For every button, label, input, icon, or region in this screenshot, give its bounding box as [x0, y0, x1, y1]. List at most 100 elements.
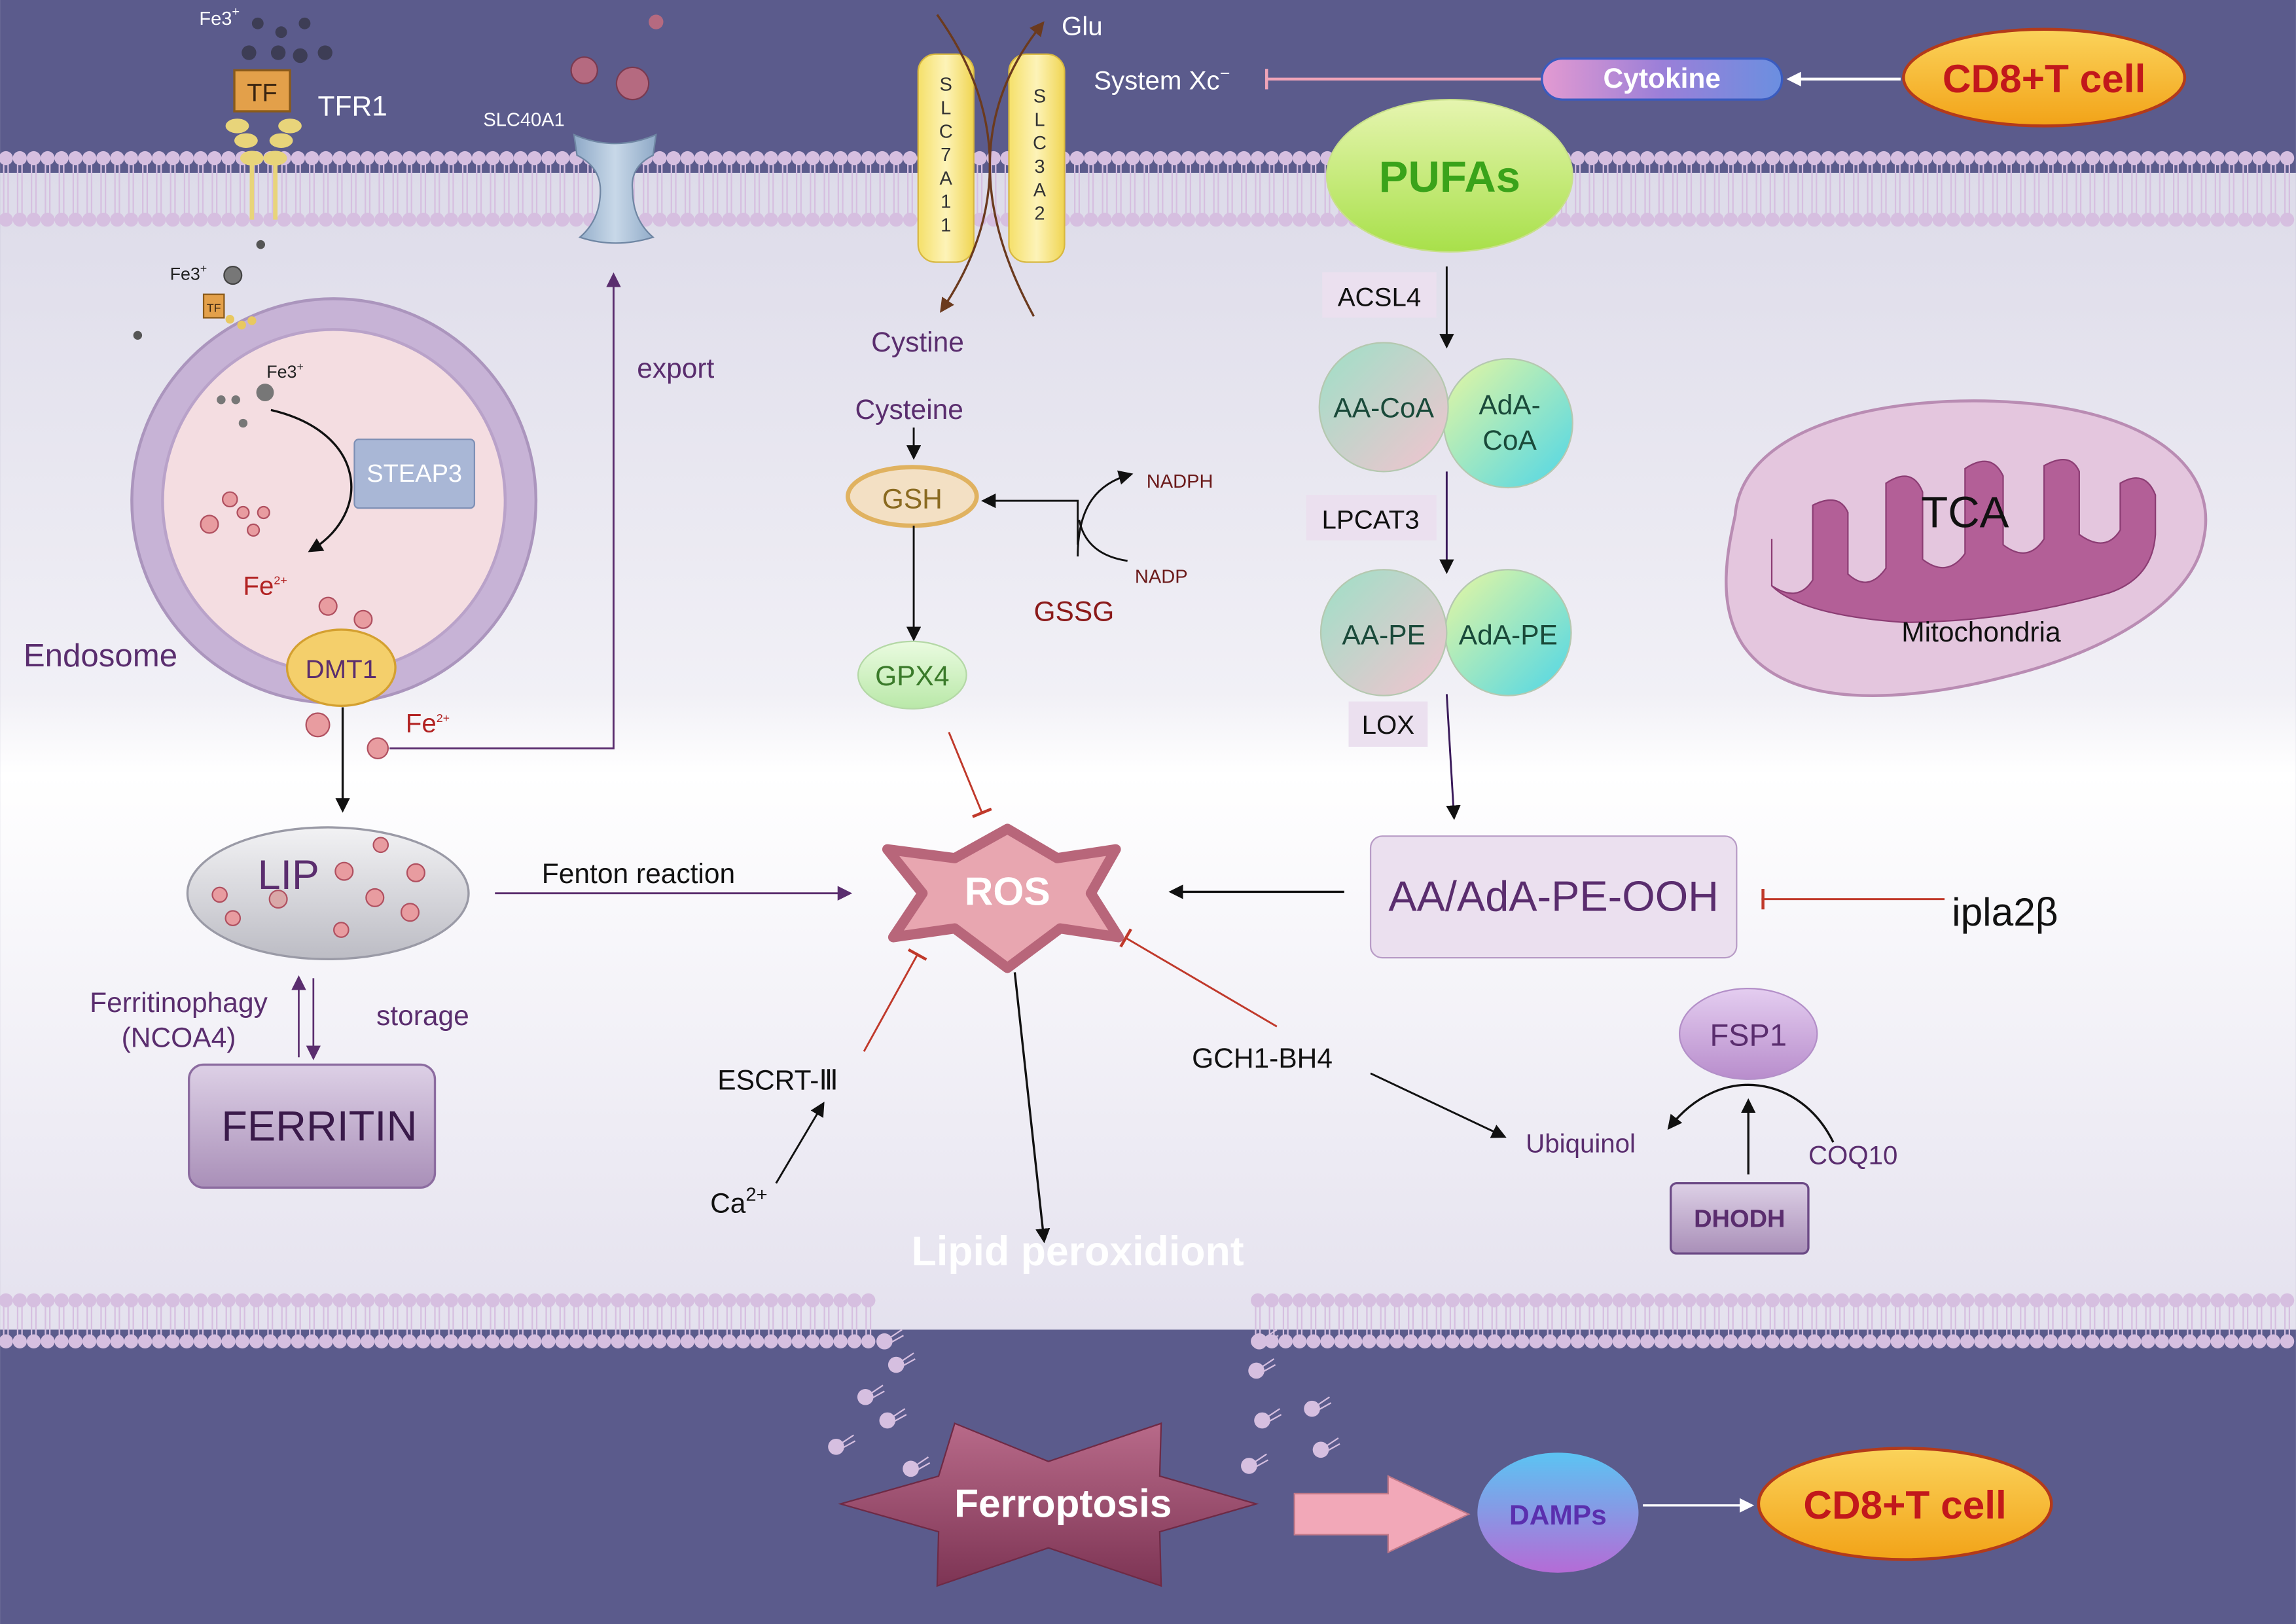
lipid-head — [1292, 1334, 1307, 1348]
lipid-head — [374, 212, 389, 227]
lipid-head — [1835, 1334, 1850, 1348]
lipid-head — [486, 1293, 500, 1308]
lipid-head — [0, 1334, 13, 1348]
lipid-head — [499, 212, 514, 227]
gch1-label: GCH1-BH4 — [1192, 1043, 1333, 1074]
cystine-label: Cystine — [871, 327, 964, 358]
lipid-head — [2071, 1334, 2086, 1348]
dhodh-label: DHODH — [1694, 1206, 1785, 1233]
lipid-head — [1376, 1293, 1390, 1308]
lipid-head — [1821, 212, 1835, 227]
lipid-head — [1737, 212, 1752, 227]
lipid-head — [388, 212, 403, 227]
fe3-top-label: Fe3+ — [199, 5, 240, 29]
lipid-head — [416, 151, 431, 166]
lipid-head — [416, 1334, 431, 1348]
receptor-bead — [240, 151, 264, 166]
lipid-head — [1890, 1293, 1905, 1308]
lipid-head — [193, 1293, 208, 1308]
iron-dot — [251, 17, 264, 29]
lipid-head — [444, 1293, 458, 1308]
lipid-head — [2071, 151, 2086, 166]
lipid-tail — [1266, 1408, 1280, 1418]
lipid-head — [263, 1293, 278, 1308]
lipid-head — [833, 1293, 848, 1308]
lipid-head — [805, 1293, 820, 1308]
nadph-cycle-arrow — [1077, 470, 1134, 557]
lipid-tail — [1263, 1329, 1278, 1339]
lipid-head — [694, 151, 709, 166]
lipid-head — [1362, 1293, 1376, 1308]
lipid-head — [1236, 212, 1251, 227]
lipid-head — [1793, 1334, 1808, 1348]
lipid-head — [778, 1334, 792, 1348]
lipid-head — [1348, 1334, 1363, 1348]
lipid-head — [2182, 212, 2197, 227]
lipid-head — [2015, 1293, 2030, 1308]
lipid-tail — [841, 1440, 856, 1449]
lipid-head — [2099, 212, 2113, 227]
lipid-head — [555, 1293, 569, 1308]
lipid-head — [666, 212, 681, 227]
aa-pe-circle — [1319, 569, 1448, 696]
lipid-head — [1737, 151, 1752, 166]
lipid-head — [1835, 1293, 1850, 1308]
lipid-head — [2085, 212, 2100, 227]
lipid-head — [847, 1293, 862, 1308]
lipid-head — [193, 1334, 208, 1348]
lipid-head — [1487, 1334, 1501, 1348]
lipid-head — [96, 1334, 111, 1348]
lipid-head — [513, 1293, 528, 1308]
lipid-head — [597, 1293, 611, 1308]
slc3a2-protein — [1008, 53, 1066, 263]
lox-label: LOX — [1362, 710, 1415, 740]
lipid-head — [680, 212, 695, 227]
lipid-head — [1654, 1293, 1668, 1308]
ubiquinol-label: Ubiquinol — [1526, 1129, 1636, 1159]
lipid-head — [879, 1412, 896, 1429]
lipid-head — [346, 151, 361, 166]
lipid-head — [1585, 1334, 1599, 1348]
lipid-head — [430, 151, 444, 166]
lipid-head — [2197, 212, 2211, 227]
lipid-head — [1807, 1334, 1821, 1348]
lipid-head — [847, 1334, 862, 1348]
lipid-head — [346, 212, 361, 227]
lipid-head — [1807, 151, 1821, 166]
lipid-head — [41, 1334, 55, 1348]
fe2-export-arrow — [389, 272, 621, 749]
lipid-head — [513, 151, 528, 166]
lipid-head — [1640, 1293, 1655, 1308]
aa-pe-label: AA-PE — [1342, 620, 1426, 651]
lipid-head — [1265, 151, 1279, 166]
lipid-head — [819, 1334, 834, 1348]
lipid-head — [708, 1293, 723, 1308]
fsp1-label: FSP1 — [1710, 1017, 1786, 1052]
lipid-head — [1696, 212, 1710, 227]
lipid-head — [221, 151, 236, 166]
lipid-head — [1751, 151, 1766, 166]
lipid-head — [1848, 1334, 1863, 1348]
steap3-box — [353, 439, 476, 509]
lipid-head — [54, 212, 69, 227]
lipid-head — [166, 151, 180, 166]
lipid-head — [1529, 1334, 1543, 1348]
export-label: export — [637, 353, 714, 384]
gssg-to-gsh-arrow — [980, 493, 1079, 545]
lipid-head — [736, 1334, 751, 1348]
lipid-head — [1459, 1293, 1474, 1308]
lipid-head — [513, 1334, 528, 1348]
lipid-head — [12, 151, 27, 166]
lipid-head — [861, 1334, 876, 1348]
damps-label: DAMPs — [1509, 1500, 1607, 1531]
ferroptosis-to-damps-arrow — [1293, 1475, 1471, 1554]
lipid-head — [555, 151, 569, 166]
lipid-head — [1863, 1293, 1877, 1308]
lipid-head — [430, 1334, 444, 1348]
lipid-head — [1960, 1293, 1975, 1308]
lipid-head — [847, 151, 862, 166]
lipid-head — [166, 212, 180, 227]
lipid-head — [12, 1334, 27, 1348]
lipid-head — [1153, 151, 1168, 166]
